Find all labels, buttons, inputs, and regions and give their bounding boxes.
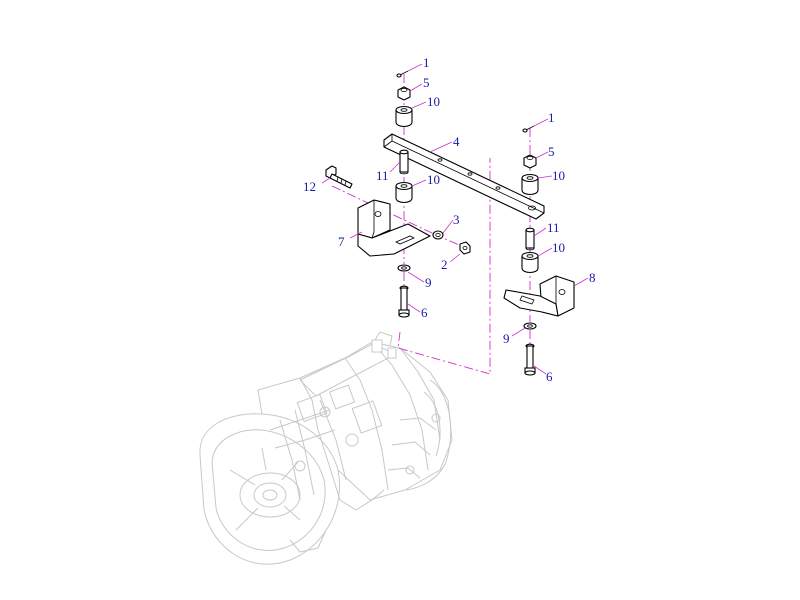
callout-6-left: 6 xyxy=(421,305,428,320)
callout-1-upper-right: 1 xyxy=(548,110,555,125)
callout-10-upper-left: 10 xyxy=(427,94,440,109)
part-10-mount-upper-left xyxy=(395,105,413,128)
callout-7-bracket: 7 xyxy=(338,234,345,249)
part-11-spacer-right xyxy=(525,227,535,251)
transmission-housing xyxy=(199,331,453,565)
part-11-spacer-left xyxy=(399,149,409,175)
callout-8-bracket: 8 xyxy=(589,270,596,285)
part-1-screw-right xyxy=(522,125,535,133)
callout-2-nut: 2 xyxy=(441,257,448,272)
part-1-screw-left xyxy=(396,70,409,78)
callout-1-upper-left: 1 xyxy=(423,55,430,70)
callout-10-upper-right: 10 xyxy=(552,168,565,183)
part-9-washer-right xyxy=(523,322,537,330)
callout-11-right: 11 xyxy=(547,220,560,235)
leader-lines xyxy=(321,63,589,375)
callout-6-right: 6 xyxy=(546,369,553,384)
part-4-crossbar xyxy=(383,133,545,220)
part-10-mount-lower-right xyxy=(521,251,539,274)
part-2-nut xyxy=(459,241,471,255)
callout-4-crossbar: 4 xyxy=(453,134,460,149)
callout-10-lower-left: 10 xyxy=(427,172,440,187)
part-7-bracket-left xyxy=(357,199,431,257)
callout-3-nut: 3 xyxy=(453,212,460,227)
callout-12-bolt: 12 xyxy=(303,179,316,194)
part-10-mount-upper-right xyxy=(521,173,539,196)
part-5-nut-right xyxy=(523,154,537,169)
callout-9-right: 9 xyxy=(503,331,510,346)
part-6-bolt-left xyxy=(398,285,410,318)
part-6-bolt-right xyxy=(524,343,536,376)
callout-5-left: 5 xyxy=(423,75,430,90)
callout-5-right: 5 xyxy=(548,144,555,159)
callout-labels: 1 5 10 4 11 10 12 3 7 2 9 6 1 5 10 11 10… xyxy=(303,55,596,384)
part-10-mount-lower-left xyxy=(395,181,413,204)
callout-11-left: 11 xyxy=(376,168,389,183)
part-9-washer-left xyxy=(397,264,411,272)
callout-10-lower-right: 10 xyxy=(552,240,565,255)
part-3-nut xyxy=(432,230,444,240)
callout-9-left: 9 xyxy=(425,275,432,290)
part-12-bolt xyxy=(325,165,353,189)
part-5-nut-left xyxy=(397,86,411,101)
part-8-bracket-right xyxy=(503,275,575,317)
